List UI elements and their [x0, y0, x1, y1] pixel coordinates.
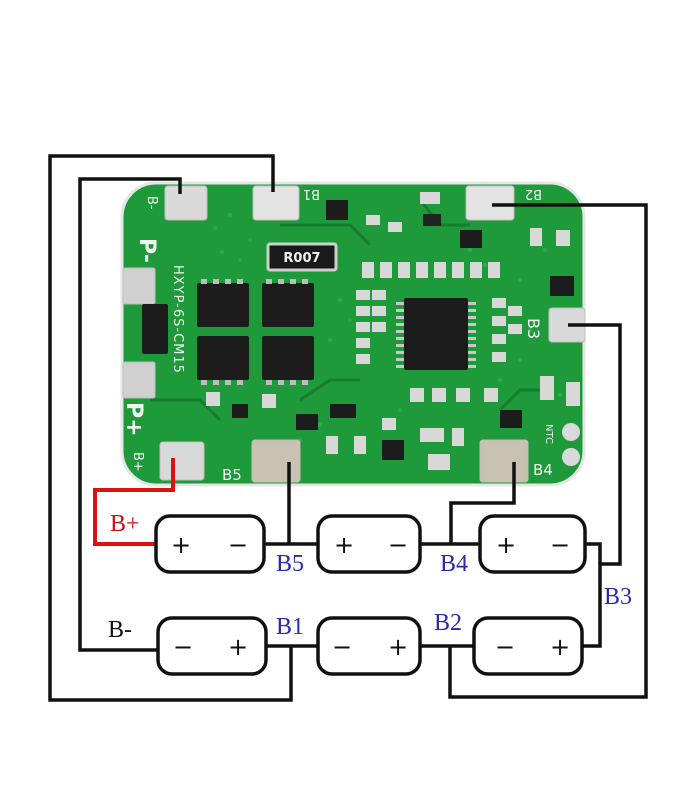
pad-b-minus — [164, 185, 208, 221]
smd-components — [142, 192, 580, 470]
cell-top-2 — [316, 514, 422, 574]
cell-top-1-left-sign: + — [171, 531, 191, 559]
mosfet-4 — [262, 336, 314, 380]
cell-top-1-right-sign: − — [228, 531, 248, 559]
wire-b4 — [449, 462, 516, 544]
mosfet-3 — [197, 336, 249, 380]
silk-b3: B3 — [524, 318, 543, 339]
bms-ic — [404, 298, 468, 370]
silk-b-plus: B+ — [130, 452, 145, 472]
mosfet-group — [197, 279, 314, 385]
shunt-resistor — [266, 242, 338, 272]
label-b-minus: B- — [108, 617, 132, 643]
wire-b-minus — [78, 177, 182, 652]
wire-b2 — [448, 203, 648, 699]
silk-p-minus: P- — [134, 238, 159, 263]
silk-b1: B1 — [303, 186, 320, 201]
label-b2: B2 — [434, 610, 462, 636]
silk-b2: B2 — [525, 186, 542, 201]
mosfet-1 — [197, 283, 249, 327]
label-b4: B4 — [440, 551, 468, 577]
pcb-board: R007 — [120, 181, 586, 487]
mosfet-2 — [262, 283, 314, 327]
cell-bottom-1-right-sign: + — [228, 633, 248, 661]
pad-b1 — [252, 185, 300, 221]
pad-b4 — [479, 439, 529, 483]
pad-b5 — [251, 439, 301, 483]
cell-bottom-1 — [156, 616, 268, 676]
silk-b4: B4 — [533, 461, 553, 479]
pad-p-plus — [122, 361, 156, 399]
silk-b-minus: B- — [144, 196, 159, 210]
pad-b2 — [465, 185, 515, 221]
pad-p-minus — [122, 267, 156, 305]
cell-bottom-2-left-sign: − — [332, 633, 352, 661]
wire-b1 — [48, 154, 293, 702]
ntc-pad-2 — [562, 448, 580, 466]
label-b3: B3 — [604, 584, 632, 610]
cell-bottom-2 — [316, 616, 422, 676]
wire-b-plus — [93, 458, 175, 546]
wire-b3-top — [585, 542, 602, 564]
silk-ntc: NTC — [543, 424, 554, 444]
cell-bottom-3-right-sign: + — [550, 633, 570, 661]
silk-p-plus: P+ — [121, 402, 146, 437]
wiring-labels: B+ B- B1 B2 B3 B4 B5 — [108, 511, 632, 643]
cell-bottom-3-left-sign: − — [495, 633, 515, 661]
wire-b3 — [568, 323, 622, 648]
cell-bottom-2-right-sign: + — [388, 633, 408, 661]
label-b1: B1 — [276, 614, 304, 640]
silk-model: HXYP-6S-CM15 — [170, 265, 185, 374]
ntc-pad-1 — [562, 423, 580, 441]
cell-bottom-1-left-sign: − — [173, 633, 193, 661]
silk-b5: B5 — [222, 466, 242, 484]
cell-top-3 — [478, 514, 587, 574]
shunt-resistor-label: R007 — [283, 251, 320, 266]
pcb-traces — [150, 199, 540, 422]
cell-bottom-3 — [472, 616, 584, 676]
cell-top-2-left-sign: + — [334, 531, 354, 559]
cell-top-3-right-sign: − — [550, 531, 570, 559]
label-b-plus: B+ — [110, 511, 140, 537]
pad-b-plus — [159, 441, 205, 481]
ic-pins — [396, 302, 476, 368]
label-b5: B5 — [276, 551, 304, 577]
cell-top-3-left-sign: + — [496, 531, 516, 559]
battery-cells: + − + − + − − + − + − + — [154, 514, 587, 676]
wires — [48, 154, 648, 702]
cell-top-2-right-sign: − — [388, 531, 408, 559]
cell-top-1 — [154, 514, 266, 574]
